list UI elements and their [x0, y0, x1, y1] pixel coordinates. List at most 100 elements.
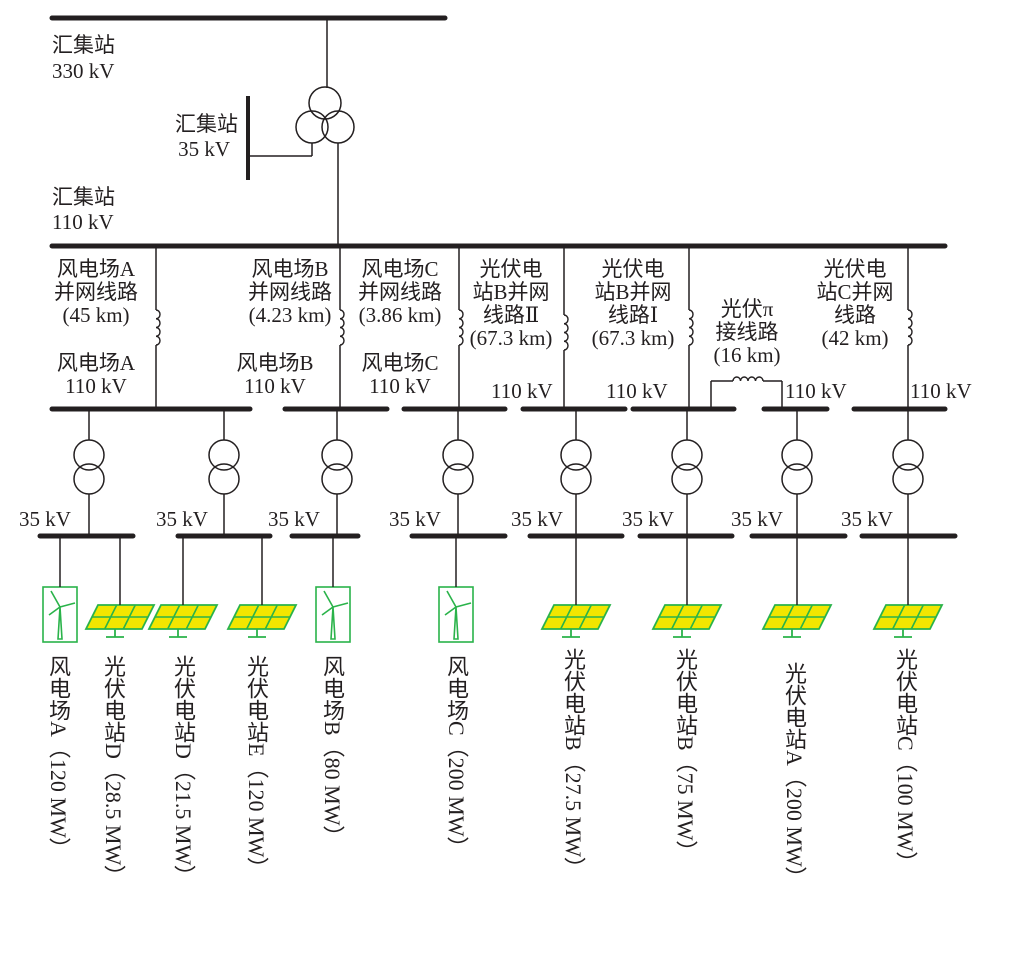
transformer-icon: [892, 439, 924, 495]
panel-grid: [234, 604, 290, 630]
solar-panel-icon: [540, 604, 612, 638]
line-length: (4.23 km): [248, 303, 332, 327]
wind-turbine-icon: [42, 586, 78, 643]
inductor-icon: [563, 314, 569, 351]
panel-grid: [880, 604, 936, 630]
load-label: 风电场B（80 MW）: [320, 655, 345, 848]
transformer-winding: [73, 439, 105, 471]
transformer-icon: [208, 439, 240, 495]
load-label: 光伏电站D（21.5 MW）: [171, 655, 196, 888]
inductor-icon: [339, 309, 345, 346]
bus35-label: 35 kV: [268, 507, 320, 531]
bus-name: 风电场C: [361, 351, 439, 375]
transformer-icon: [671, 439, 703, 495]
bus35-label: 35 kV: [841, 507, 893, 531]
load-label: 光伏电站B（27.5 MW）: [561, 648, 586, 879]
transformer-winding: [781, 463, 813, 495]
line-label-pv-c: 光伏电站C并网线路(42 km): [816, 258, 893, 350]
panel-grid: [659, 604, 715, 630]
bus110-label-pv-a: 110 kV: [785, 379, 847, 403]
bus-voltage: 110 kV: [65, 374, 127, 398]
transformer-winding: [671, 439, 703, 471]
line-name: 线路Ⅱ: [482, 303, 540, 327]
panel-stand: [894, 629, 912, 638]
bus-110-voltage: 110 kV: [52, 210, 114, 234]
load-label: 光伏电站A（200 MW）: [782, 662, 807, 889]
blades: [321, 590, 349, 616]
transformer-winding: [442, 439, 474, 471]
bus35-label: 35 kV: [622, 507, 674, 531]
line-name: 站B并网: [594, 280, 672, 304]
panel-grid: [155, 604, 211, 630]
panel-grid: [548, 604, 604, 630]
inductor-icon: [458, 309, 464, 346]
inductor-icon: [732, 376, 764, 382]
inductor-icon: [155, 309, 161, 346]
bus-330-name: 汇集站: [52, 33, 115, 57]
wind-turbine-icon: [315, 586, 351, 643]
solar-panel-icon: [147, 604, 219, 638]
bus-voltage: 110 kV: [369, 374, 431, 398]
line-name: 线路: [833, 303, 876, 327]
line-name: 风电场C: [361, 257, 439, 281]
bus35-label: 35 kV: [731, 507, 783, 531]
load-label: 光伏电站C（100 MW）: [893, 648, 918, 874]
blades: [48, 590, 76, 616]
transformer-winding: [781, 439, 813, 471]
bus35-label: 35 kV: [19, 507, 71, 531]
transformer-icon: [73, 439, 105, 495]
transformer-icon: [442, 439, 474, 495]
load-label: 风电场A（120 MW）: [46, 655, 71, 860]
line-length: (16 km): [713, 343, 781, 367]
three-winding-transformer-icon: [295, 86, 355, 144]
transformer-winding: [321, 439, 353, 471]
line-name: 光伏电: [601, 257, 665, 281]
inductor-icon: [688, 309, 694, 346]
transformer-winding: [308, 86, 342, 120]
panel-grid: [769, 604, 825, 630]
transformer-winding: [208, 463, 240, 495]
line-name: 并网线路: [358, 280, 442, 304]
line-name: 接线路: [715, 320, 779, 344]
tower: [57, 606, 63, 640]
line-name: 光伏π: [720, 297, 774, 321]
panel-stand: [248, 629, 266, 638]
transformer-winding: [321, 463, 353, 495]
panel-grid: [92, 604, 148, 630]
solar-panel-icon: [872, 604, 944, 638]
bus-name: 风电场B: [236, 351, 314, 375]
line-name: 光伏电: [823, 257, 887, 281]
transformer-winding: [671, 463, 703, 495]
load-label: 光伏电站B（75 MW）: [673, 648, 698, 863]
bus-330-voltage: 330 kV: [52, 59, 115, 83]
bus110-label-pv-c: 110 kV: [910, 379, 972, 403]
bus110-label-pv-b-1: 110 kV: [606, 379, 668, 403]
transformer-icon: [781, 439, 813, 495]
load-label: 风电场C（200 MW）: [444, 655, 469, 859]
bus35-label: 35 kV: [389, 507, 441, 531]
bus110-label-pv-b-2: 110 kV: [491, 379, 553, 403]
panel-stand: [106, 629, 124, 638]
line-length: (45 km): [62, 303, 130, 327]
line-length: (3.86 km): [358, 303, 442, 327]
bus-110-name: 汇集站: [52, 185, 115, 209]
tower: [330, 606, 336, 640]
line-name: 线路Ⅰ: [607, 303, 659, 327]
panel-stand: [783, 629, 801, 638]
bus-voltage: 110 kV: [244, 374, 306, 398]
solar-panel-icon: [651, 604, 723, 638]
panel-stand: [169, 629, 187, 638]
bus-name: 风电场A: [56, 351, 136, 375]
bus35-label: 35 kV: [156, 507, 208, 531]
transformer-winding: [892, 439, 924, 471]
bus-35-name: 汇集站: [175, 112, 238, 136]
transformer-icon: [560, 439, 592, 495]
